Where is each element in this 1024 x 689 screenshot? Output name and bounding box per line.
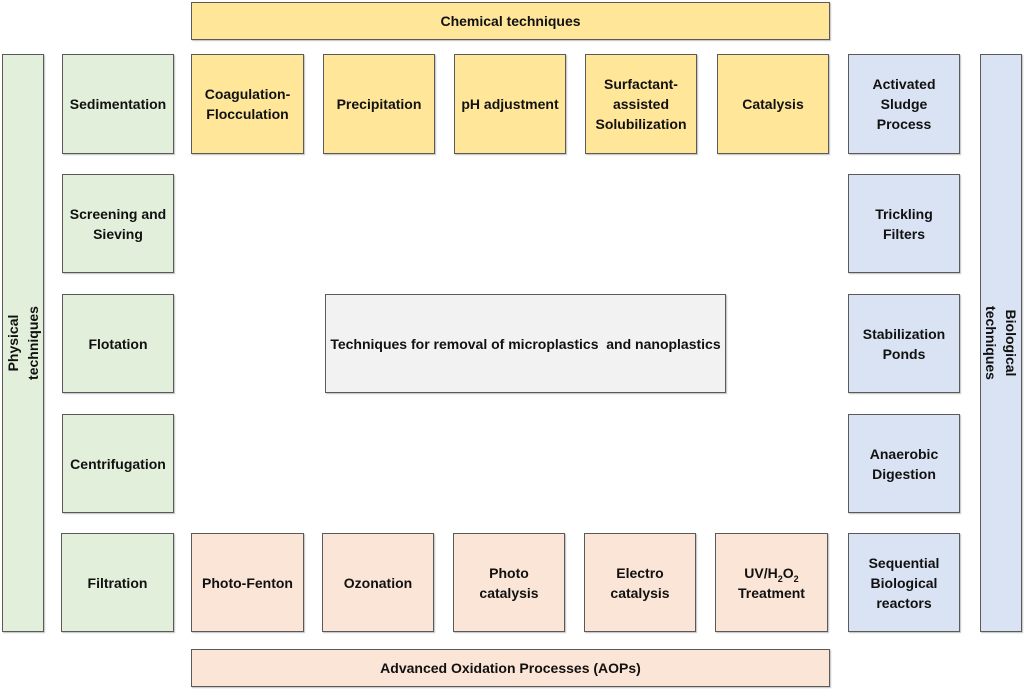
item-label: Precipitation [336, 96, 422, 112]
item-label: Ozonation [343, 574, 413, 591]
uv-line2: Treatment [738, 584, 805, 601]
item-label: Centrifugation [70, 455, 166, 472]
subscript: 2 [793, 573, 799, 584]
chemical-item-ph-adjustment: pH adjustment [454, 54, 566, 154]
item-label: Sedimentation [69, 96, 167, 112]
item-label: Filtration [87, 574, 148, 591]
item-label: Sequential Biological reactors [868, 554, 940, 611]
physical-item-screening: Screening and Sieving [62, 174, 174, 273]
subscript: 2 [777, 573, 783, 584]
biological-header-label: Biological techniques [983, 306, 1019, 380]
aop-item-photocatalysis: Photo catalysis [453, 533, 565, 632]
aop-item-ozonation: Ozonation [322, 533, 434, 632]
biological-item-anaerobic-digestion: Anaerobic Digestion [848, 414, 960, 513]
chemical-item-coagulation: Coagulation- Flocculation [191, 54, 304, 154]
item-label: Surfactant- assisted Solubilization [595, 76, 687, 132]
physical-techniques-bar: Physical techniques [2, 54, 44, 632]
aop-header: Advanced Oxidation Processes (AOPs) [191, 649, 830, 687]
item-label: Catalysis [742, 96, 804, 112]
chemical-item-catalysis: Catalysis [717, 54, 829, 154]
physical-item-flotation: Flotation [62, 294, 174, 393]
item-label: pH adjustment [461, 96, 559, 112]
chemical-header-label: Chemical techniques [440, 13, 581, 29]
item-label: Photo-Fenton [202, 574, 293, 591]
uv-part: O [782, 564, 794, 581]
item-label: Electro catalysis [610, 564, 670, 601]
aop-item-uv-h2o2: UV/H2O2 Treatment [715, 533, 828, 632]
aop-item-electrocatalysis: Electro catalysis [584, 533, 696, 632]
physical-item-sedimentation: Sedimentation [62, 54, 174, 154]
aop-header-label: Advanced Oxidation Processes (AOPs) [380, 660, 641, 676]
item-label: UV/H2O2 Treatment [738, 563, 805, 603]
chemical-techniques-header: Chemical techniques [191, 2, 830, 40]
biological-item-stabilization-ponds: Stabilization Ponds [848, 294, 960, 393]
chemical-item-surfactant: Surfactant- assisted Solubilization [585, 54, 697, 154]
uv-part: UV/H [744, 564, 778, 581]
item-label: Photo catalysis [479, 564, 539, 601]
item-label: Trickling Filters [875, 205, 933, 242]
chemical-item-precipitation: Precipitation [323, 54, 435, 154]
physical-header-label: Physical techniques [5, 306, 41, 380]
physical-item-filtration: Filtration [61, 533, 174, 632]
biological-item-sequential-reactors: Sequential Biological reactors [848, 533, 960, 632]
item-label: Flotation [88, 335, 148, 352]
biological-item-activated-sludge: Activated Sludge Process [848, 54, 960, 154]
aop-item-photo-fenton: Photo-Fenton [191, 533, 304, 632]
center-title-box: Techniques for removal of microplastics … [325, 294, 726, 393]
biological-techniques-bar: Biological techniques [980, 54, 1022, 632]
biological-item-trickling-filters: Trickling Filters [848, 174, 960, 273]
item-label: Activated Sludge Process [872, 76, 936, 132]
item-label: Stabilization Ponds [862, 325, 946, 362]
item-label: Anaerobic Digestion [869, 445, 939, 482]
physical-item-centrifugation: Centrifugation [62, 414, 174, 513]
center-title: Techniques for removal of microplastics … [330, 335, 721, 352]
item-label: Screening and Sieving [69, 205, 167, 242]
item-label: Coagulation- Flocculation [204, 86, 291, 122]
